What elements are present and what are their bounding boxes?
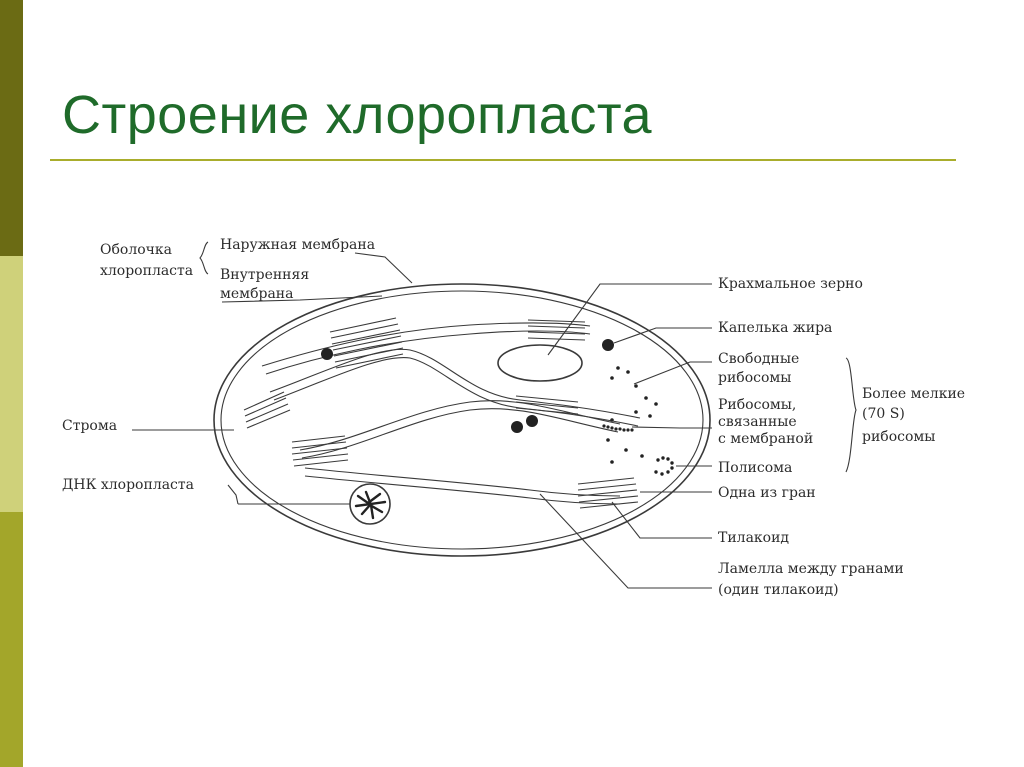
inner-membrane [220, 290, 704, 550]
label-outer-membrane: Наружная мембрана [220, 237, 375, 253]
free-ribosomes [606, 366, 658, 464]
label-polysome: Полисома [718, 460, 792, 476]
label-inner-membrane-2: мембрана [220, 286, 293, 302]
side-bar-bottom [0, 512, 23, 767]
label-stroma: Строма [62, 418, 117, 434]
lamella-bottom [304, 467, 621, 497]
lamella-low [299, 400, 621, 451]
outer-membrane [213, 283, 711, 557]
label-free-ribosomes-1: Свободные [718, 351, 799, 367]
label-inner-membrane-1: Внутренняя [220, 267, 309, 283]
dna-strands [354, 490, 387, 520]
granum-center [515, 395, 579, 415]
label-bound-ribosomes-2: связанные [718, 414, 797, 430]
lipid-droplet-left [321, 348, 333, 360]
granum-left-small [243, 391, 291, 429]
label-smaller-1: Более мелкие [862, 386, 965, 402]
lipid-droplet-center-b [526, 415, 538, 427]
title-rule [50, 159, 956, 161]
label-smaller-2: (70 S) [862, 406, 905, 422]
granum-lower-left [291, 435, 349, 467]
lamella-low-2 [301, 408, 619, 459]
label-free-ribosomes-2: рибосомы [718, 370, 791, 386]
leader-lines [132, 241, 857, 589]
polysome [654, 456, 674, 476]
granum-left-upper [329, 317, 404, 369]
lamella-top [261, 322, 591, 367]
lamella-top-2 [265, 330, 591, 375]
label-starch: Крахмальное зерно [718, 276, 863, 292]
label-thylakoid: Тилакоид [718, 530, 789, 546]
label-envelope-1: Оболочка [100, 242, 172, 258]
lipid-droplet-right [602, 339, 614, 351]
side-bar-top [0, 0, 23, 256]
lamella-mid-2 [273, 357, 639, 427]
lamella-mid [269, 348, 641, 419]
label-bound-ribosomes-3: с мембраной [718, 431, 813, 447]
bound-ribosomes [602, 424, 634, 432]
label-smaller-3: рибосомы [862, 429, 935, 445]
label-lipid: Капелька жира [718, 320, 832, 336]
slide-title: Строение хлоропласта [62, 85, 652, 145]
granum-top-right [527, 319, 586, 341]
granum-lower-right [577, 477, 639, 509]
side-bar-middle [0, 256, 23, 512]
label-dna: ДНК хлоропласта [62, 477, 194, 493]
lipid-droplet-center-a [511, 421, 523, 433]
label-bound-ribosomes-1: Рибосомы, [718, 397, 796, 413]
lamella-bottom-2 [304, 475, 621, 505]
label-lamella-1: Ламелла между гранами [718, 561, 904, 577]
label-granum: Одна из гран [718, 485, 816, 501]
label-envelope-2: хлоропласта [100, 263, 193, 279]
starch-grain [497, 344, 583, 382]
label-lamella-2: (один тилакоид) [718, 582, 839, 598]
